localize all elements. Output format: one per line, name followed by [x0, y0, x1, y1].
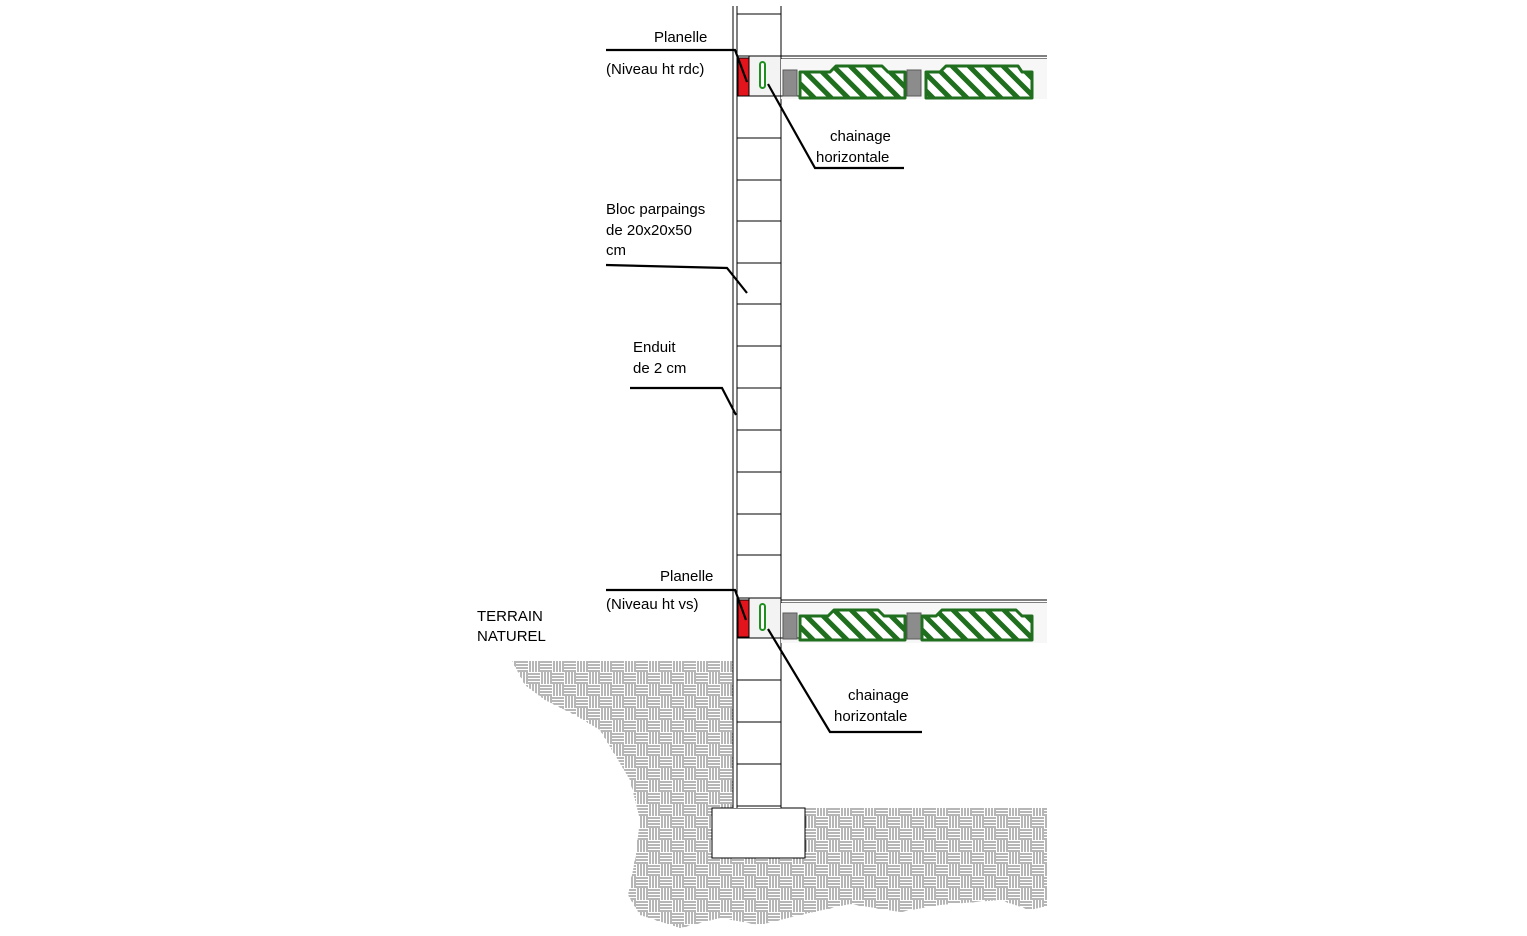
- chainage-top: [737, 55, 782, 97]
- leader-enduit: [630, 386, 737, 416]
- label-bloc-line3: cm: [606, 242, 626, 259]
- leader-chainage-top: [767, 83, 904, 170]
- leader-bloc-parpaings: [605, 263, 748, 294]
- floor-slab-top: [781, 55, 1047, 100]
- hourdis-bottom-2: [920, 608, 1034, 642]
- planelle-bottom: [737, 599, 750, 638]
- poutrelle-top-2: [906, 69, 922, 97]
- label-enduit-line2: de 2 cm: [633, 360, 686, 377]
- leader-planelle-bottom: [606, 588, 748, 621]
- poutrelle-bottom-1: [782, 612, 798, 640]
- rebar-bottom: [759, 603, 766, 631]
- label-chainage-bottom-line2: horizontale: [834, 708, 907, 725]
- floor-slab-bottom: [781, 599, 1047, 643]
- hourdis-bottom-1: [798, 608, 907, 642]
- foundation-footing: [711, 807, 806, 859]
- label-chainage-bottom-line1: chainage: [848, 687, 909, 704]
- label-niveau-top: (Niveau ht rdc): [606, 61, 704, 78]
- leader-planelle-top: [606, 48, 749, 83]
- label-planelle-top: Planelle: [654, 29, 707, 46]
- label-bloc-line2: de 20x20x50: [606, 222, 692, 239]
- label-bloc-line1: Bloc parpaings: [606, 201, 705, 218]
- terrain-naturel-soil: [512, 661, 1047, 928]
- planelle-top: [737, 57, 750, 97]
- poutrelle-bottom-2: [906, 612, 922, 640]
- poutrelle-top-1: [782, 69, 798, 97]
- hourdis-top-1: [798, 64, 907, 100]
- label-enduit-line1: Enduit: [633, 339, 676, 356]
- label-terrain-line1: TERRAIN: [477, 608, 543, 625]
- label-chainage-top-line1: chainage: [830, 128, 891, 145]
- label-chainage-top-line2: horizontale: [816, 149, 889, 166]
- chainage-bottom: [737, 597, 782, 639]
- wall-block-column: [732, 6, 782, 808]
- leader-chainage-bottom: [767, 628, 922, 734]
- rebar-top: [759, 61, 766, 89]
- label-niveau-bottom: (Niveau ht vs): [606, 596, 699, 613]
- label-planelle-bottom: Planelle: [660, 568, 713, 585]
- label-terrain-line2: NATUREL: [477, 628, 546, 645]
- hourdis-top-2: [924, 64, 1034, 100]
